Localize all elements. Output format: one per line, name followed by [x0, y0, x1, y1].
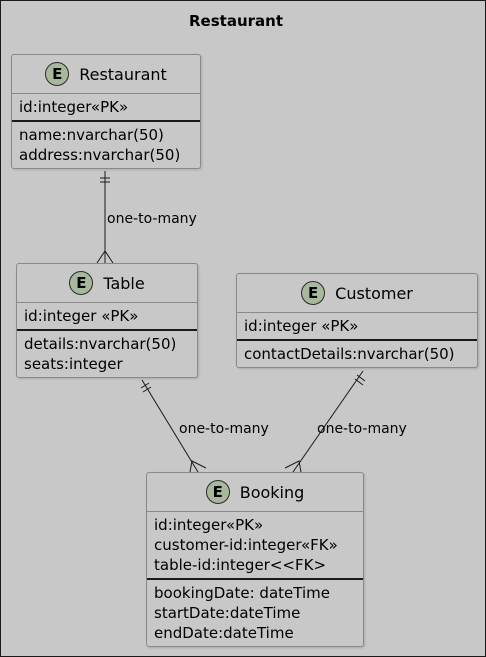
entity-key: id:integer«PK»	[19, 98, 129, 116]
entity-name: Table	[103, 273, 145, 293]
one-marker	[356, 374, 366, 382]
many-marker	[189, 460, 207, 473]
entity-name: Customer	[335, 283, 413, 303]
entity-customer: E Customer id:integer «PK» contactDetail…	[236, 273, 478, 368]
entity-name: Restaurant	[79, 64, 167, 84]
relationship-line-table-booking	[141, 379, 199, 473]
diagram-title: Restaurant	[189, 12, 283, 30]
entity-attribute: endDate:dateTime	[154, 624, 294, 642]
entity-key: customer-id:integer«FK»	[154, 536, 338, 554]
entity-attribute: seats:integer	[24, 355, 123, 373]
entity-key: id:integer «PK»	[244, 317, 359, 335]
one-marker	[142, 386, 152, 393]
entity-attributes: name:nvarchar(50) address:nvarchar(50)	[12, 120, 200, 168]
relationship-label: one-to-many	[317, 421, 407, 437]
entity-attribute: contactDetails:nvarchar(50)	[244, 345, 455, 363]
entity-keys: id:integer«PK»	[12, 94, 200, 120]
entity-key: table-id:integer<<FK>	[154, 556, 327, 574]
entity-attributes: contactDetails:nvarchar(50)	[237, 339, 477, 367]
entity-keys: id:integer «PK»	[237, 313, 477, 339]
entity-attribute: bookingDate: dateTime	[154, 584, 330, 602]
entity-header: E Restaurant	[12, 55, 200, 94]
entity-attributes: details:nvarchar(50) seats:integer	[17, 329, 197, 377]
relationship-line-customer-booking	[292, 370, 364, 473]
many-marker	[284, 460, 302, 473]
entity-key: id:integer«PK»	[154, 516, 264, 534]
entity-badge-icon: E	[69, 271, 94, 295]
entity-attributes: bookingDate: dateTime startDate:dateTime…	[147, 578, 363, 646]
entity-key: id:integer «PK»	[24, 307, 139, 325]
one-marker	[354, 378, 364, 386]
entity-badge-icon: E	[45, 62, 70, 86]
entity-keys: id:integer «PK»	[17, 303, 197, 329]
entity-header: E Table	[17, 264, 197, 303]
entity-header: E Customer	[237, 274, 477, 313]
relationship-label: one-to-many	[179, 421, 269, 437]
relationship-label: one-to-many	[107, 211, 197, 227]
entity-attribute: details:nvarchar(50)	[24, 335, 177, 353]
entity-attribute: startDate:dateTime	[154, 604, 301, 622]
entity-badge-icon: E	[301, 281, 326, 305]
entity-header: E Booking	[147, 473, 363, 512]
entity-table: E Table id:integer «PK» details:nvarchar…	[16, 263, 198, 378]
entity-attribute: name:nvarchar(50)	[19, 126, 164, 144]
entity-keys: id:integer«PK» customer-id:integer«FK» t…	[147, 512, 363, 578]
many-marker	[96, 250, 114, 264]
entity-badge-icon: E	[205, 480, 230, 504]
one-marker	[140, 382, 150, 389]
entity-restaurant: E Restaurant id:integer«PK» name:nvarcha…	[11, 54, 201, 169]
entity-name: Booking	[239, 482, 305, 502]
entity-booking: E Booking id:integer«PK» customer-id:int…	[146, 472, 364, 647]
entity-attribute: address:nvarchar(50)	[19, 146, 181, 164]
